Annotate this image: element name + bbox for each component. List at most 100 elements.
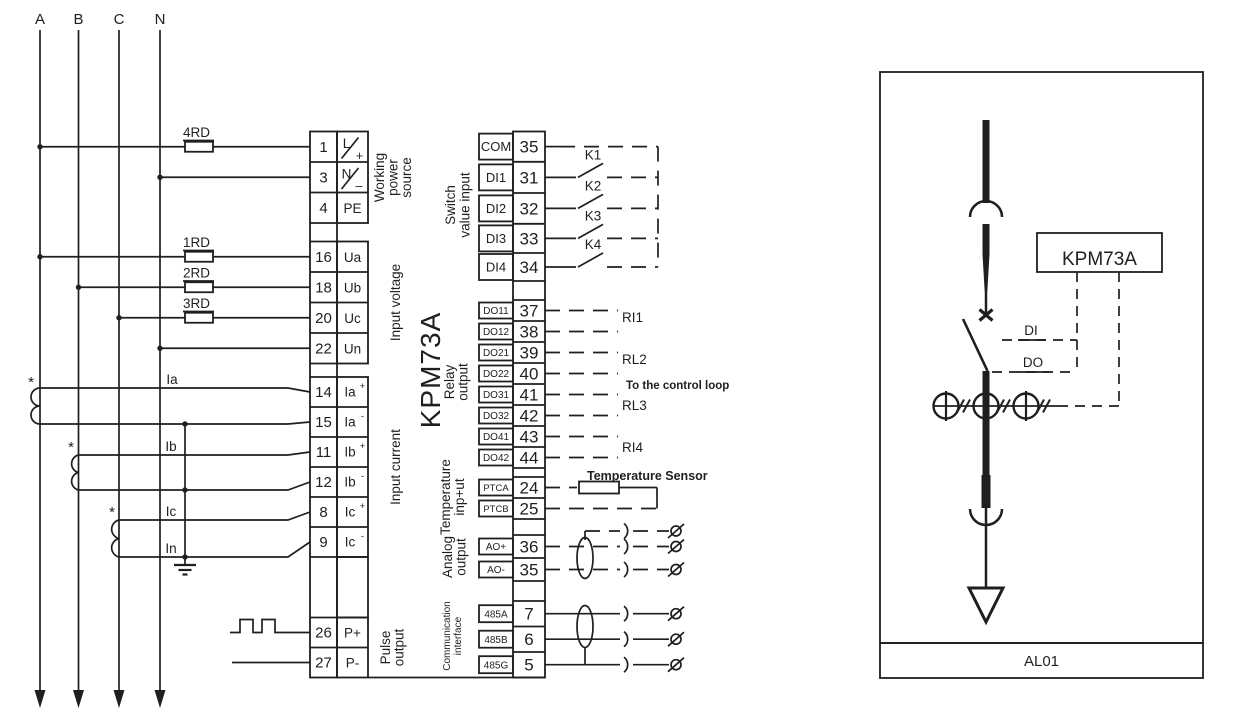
terminal-label-sup: + bbox=[360, 441, 366, 452]
comm-interface-wiring bbox=[545, 604, 685, 673]
group-label-analog: output bbox=[454, 538, 469, 576]
terminal-label: Ic bbox=[345, 535, 356, 550]
analog-output-wiring bbox=[545, 522, 685, 580]
switch-key-label: K1 bbox=[585, 147, 602, 162]
meter-body-labels: Working power source Input voltage Input… bbox=[372, 153, 473, 671]
terminal-label: DO32 bbox=[483, 411, 510, 422]
terminal-number: 40 bbox=[520, 365, 539, 384]
group-label-switch: value input bbox=[458, 172, 473, 238]
phase-label-n: N bbox=[155, 11, 166, 28]
terminal-number: 7 bbox=[524, 605, 533, 624]
terminal-number: 18 bbox=[315, 280, 332, 297]
terminal-number: 43 bbox=[520, 428, 539, 447]
terminal-label: AO+ bbox=[486, 542, 506, 553]
terminal-number: 36 bbox=[520, 538, 539, 557]
meter-right-terminals: COM 35 DI1 31 DI2 32 DI3 33 DI4 34 DO11 … bbox=[478, 130, 546, 679]
group-label-comm: interface bbox=[453, 616, 464, 655]
phase-label-c: C bbox=[114, 11, 125, 28]
switch-key-label: K4 bbox=[585, 237, 602, 252]
terminal-label: Ic bbox=[345, 505, 356, 520]
switch-blade bbox=[577, 193, 604, 210]
terminal-label: Ua bbox=[344, 250, 362, 265]
terminal-label: Uc bbox=[344, 311, 361, 326]
ct-coil-symbol bbox=[70, 454, 79, 491]
fuse-symbol bbox=[184, 281, 214, 294]
meter-left-terminals: 1 3 4 16 18 20 22 14 15 11 12 8 9 26 27 … bbox=[309, 130, 545, 679]
terminal-number: 32 bbox=[520, 199, 539, 218]
switch-blade bbox=[577, 252, 604, 268]
ct-polarity-mark: * bbox=[68, 439, 74, 456]
terminal-label: 485B bbox=[484, 635, 508, 646]
switch-key-label: K2 bbox=[585, 178, 602, 193]
terminal-screw-icon bbox=[670, 658, 682, 671]
terminal-number: 33 bbox=[520, 229, 539, 248]
terminal-number: 9 bbox=[319, 534, 327, 551]
terminal-label-sup: + bbox=[360, 501, 366, 512]
ct-tag-in: In bbox=[165, 541, 176, 556]
terminal-label-minus: – bbox=[356, 179, 363, 193]
relay-tag: RL3 bbox=[622, 398, 647, 413]
group-label-pulse: output bbox=[392, 628, 407, 666]
terminal-label-neutral: N bbox=[342, 167, 352, 182]
terminal-number: 31 bbox=[520, 168, 539, 187]
group-label-current: Input current bbox=[388, 429, 403, 505]
terminal-label: PTCB bbox=[483, 504, 508, 515]
terminal-number: 26 bbox=[315, 625, 332, 642]
terminal-number: 1 bbox=[319, 139, 327, 156]
group-label-pulse: Pulse bbox=[378, 631, 393, 665]
fuse-label: 4RD bbox=[183, 125, 210, 140]
terminal-label: PTCA bbox=[483, 483, 509, 494]
terminal-label-plus: + bbox=[356, 149, 363, 163]
terminal-label: Ia bbox=[344, 385, 356, 400]
arrow-down-icon bbox=[113, 690, 125, 708]
relay-output-wiring: RI1 RL2 To the control loop RL3 RI4 bbox=[545, 309, 729, 459]
ct-polarity-mark: * bbox=[109, 504, 115, 521]
terminal-number: 15 bbox=[315, 414, 332, 431]
terminal-number: 35 bbox=[520, 561, 539, 580]
ct-tag-ia: Ia bbox=[166, 372, 178, 387]
panel-name-box bbox=[879, 642, 1204, 679]
terminal-number: 12 bbox=[315, 474, 332, 491]
ct-polarity-mark: * bbox=[28, 374, 34, 391]
shield-symbol bbox=[576, 536, 594, 580]
group-label-power: power bbox=[386, 159, 401, 196]
phase-label-b: B bbox=[73, 11, 83, 28]
terminal-label: DI2 bbox=[486, 201, 506, 216]
control-loop-note: To the control loop bbox=[626, 380, 729, 392]
terminal-number: 38 bbox=[520, 323, 539, 342]
phase-lines: A B C N bbox=[34, 11, 166, 708]
breaker-blade bbox=[961, 318, 989, 372]
arrow-down-icon bbox=[73, 690, 84, 708]
terminal-label-sup: - bbox=[361, 531, 364, 542]
panel-meter-model: KPM73A bbox=[1062, 249, 1137, 270]
terminal-screw-icon bbox=[670, 540, 682, 553]
switch-blade bbox=[577, 223, 604, 240]
terminal-label: DO41 bbox=[483, 432, 510, 443]
fuse-symbol bbox=[184, 140, 214, 153]
group-label-comm: Communication bbox=[442, 601, 453, 670]
terminal-number: 22 bbox=[315, 341, 332, 358]
fuse-label: 2RD bbox=[183, 266, 210, 281]
meter-model: KPM73A bbox=[415, 312, 446, 429]
terminal-number: 11 bbox=[316, 444, 332, 461]
terminal-number: 39 bbox=[520, 344, 539, 363]
current-transformers: * Ia * Ib * Ic In bbox=[28, 372, 311, 576]
terminal-number: 3 bbox=[319, 170, 327, 187]
terminal-label: DO11 bbox=[483, 306, 509, 317]
group-label-analog: Analog bbox=[440, 536, 455, 578]
group-label-temperature: inp+ut bbox=[452, 478, 467, 515]
group-label-power: source bbox=[399, 157, 414, 198]
terminal-screw-icon bbox=[670, 607, 682, 620]
supply-and-voltage-wires: 4RD 1RD 2RD 3RD bbox=[37, 125, 310, 351]
terminal-label: P+ bbox=[344, 626, 361, 641]
terminal-number: 27 bbox=[315, 655, 332, 672]
group-label-power: Working bbox=[372, 153, 387, 202]
terminal-label-live: L bbox=[343, 136, 351, 151]
terminal-screw-icon bbox=[670, 525, 682, 537]
switch-blade bbox=[577, 162, 604, 179]
terminal-label-sup: + bbox=[360, 381, 366, 392]
ct-tag-ic: Ic bbox=[166, 504, 177, 519]
terminal-number: 35 bbox=[520, 138, 539, 157]
ct-coil-symbol bbox=[110, 519, 120, 558]
